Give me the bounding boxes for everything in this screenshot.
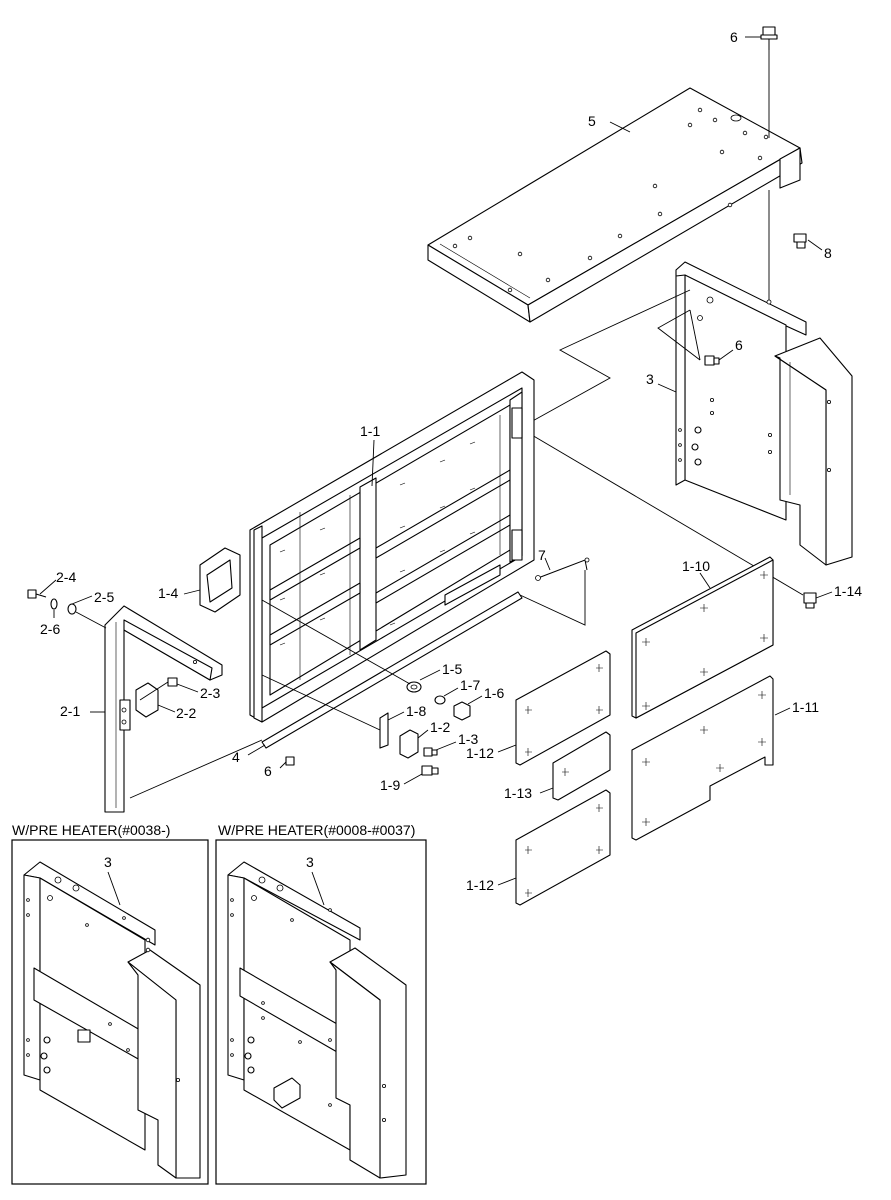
- bracket-part-1-2: [399, 729, 429, 759]
- callout-3: 3: [646, 371, 654, 387]
- callout-1-5: 1-5: [442, 661, 462, 677]
- knob-part-8: [793, 233, 823, 251]
- washer-part-2-6: [50, 598, 58, 618]
- washer-part-1-5: [261, 599, 441, 693]
- nut-part-2-5: [67, 595, 107, 629]
- bolt-part-2-3: [139, 677, 199, 701]
- callout-2-5: 2-5: [94, 589, 114, 605]
- callout-1-3: 1-3: [458, 731, 478, 747]
- callout-1-12-upper: 1-12: [466, 745, 494, 761]
- top-cover-part-5: [427, 87, 803, 323]
- callout-4: 4: [232, 749, 240, 765]
- callout-8: 8: [824, 245, 832, 261]
- callout-1-8: 1-8: [406, 703, 426, 719]
- pad-part-1-13: [539, 731, 611, 801]
- callout-2-1: 2-1: [60, 703, 80, 719]
- callout-1-9: 1-9: [380, 777, 400, 793]
- inset-left-frame: [11, 839, 209, 1185]
- bottom-bar-part-4: [247, 591, 523, 769]
- bolt-part-1-3: [423, 741, 457, 757]
- callout-1-1: 1-1: [360, 423, 380, 439]
- inset-right-frame: [215, 839, 427, 1185]
- main-frame-part-1-1: [249, 371, 535, 723]
- pad-part-1-12-lower: [497, 789, 611, 906]
- inset-right-panel-3: [227, 861, 407, 1179]
- callout-7: 7: [538, 547, 546, 563]
- bolt-part-6-top: [745, 26, 778, 138]
- nut-part-1-6: [453, 695, 483, 721]
- callout-2-2: 2-2: [176, 705, 196, 721]
- callout-2-6: 2-6: [40, 621, 60, 637]
- pad-part-1-12-upper: [497, 650, 611, 766]
- inset-left-title: W/PRE HEATER(#0038-): [12, 822, 170, 838]
- callout-1-10: 1-10: [682, 558, 710, 574]
- callout-1-7: 1-7: [460, 677, 480, 693]
- bracket-part-1-8: [261, 674, 405, 749]
- inset-left-panel-3: [23, 861, 201, 1179]
- pad-part-1-10: [631, 556, 774, 719]
- callout-1-12-lower: 1-12: [466, 877, 494, 893]
- callout-5: 5: [588, 113, 596, 129]
- inset-left-callout-3: 3: [104, 854, 112, 870]
- callout-6-bottom: 6: [264, 763, 272, 779]
- side-panel-part-3: [675, 261, 853, 566]
- pad-part-1-11: [631, 675, 791, 841]
- callout-6-side: 6: [735, 337, 743, 353]
- inset-right-callout-3: 3: [306, 854, 314, 870]
- callout-1-14: 1-14: [834, 583, 862, 599]
- knob-part-1-14: [803, 591, 833, 609]
- washer-part-1-7: [434, 687, 459, 705]
- rod-part-7: [535, 557, 590, 581]
- callout-1-13: 1-13: [504, 785, 532, 801]
- callout-1-2: 1-2: [430, 719, 450, 735]
- callout-2-3: 2-3: [200, 685, 220, 701]
- bolt-part-6-side: [657, 309, 734, 366]
- inset-right-title: W/PRE HEATER(#0008-#0037): [218, 822, 415, 838]
- bracket-part-1-4: [183, 547, 241, 613]
- callout-6-top: 6: [730, 29, 738, 45]
- bolt-part-2-4: [27, 579, 57, 599]
- callout-1-6: 1-6: [484, 685, 504, 701]
- bracket-part-2-1: [90, 605, 223, 813]
- bolt-part-1-9: [403, 765, 439, 785]
- callout-1-11: 1-11: [792, 699, 819, 715]
- callout-2-4: 2-4: [56, 569, 76, 585]
- callout-1-4: 1-4: [158, 585, 178, 601]
- bracket-part-2-2: [135, 682, 176, 718]
